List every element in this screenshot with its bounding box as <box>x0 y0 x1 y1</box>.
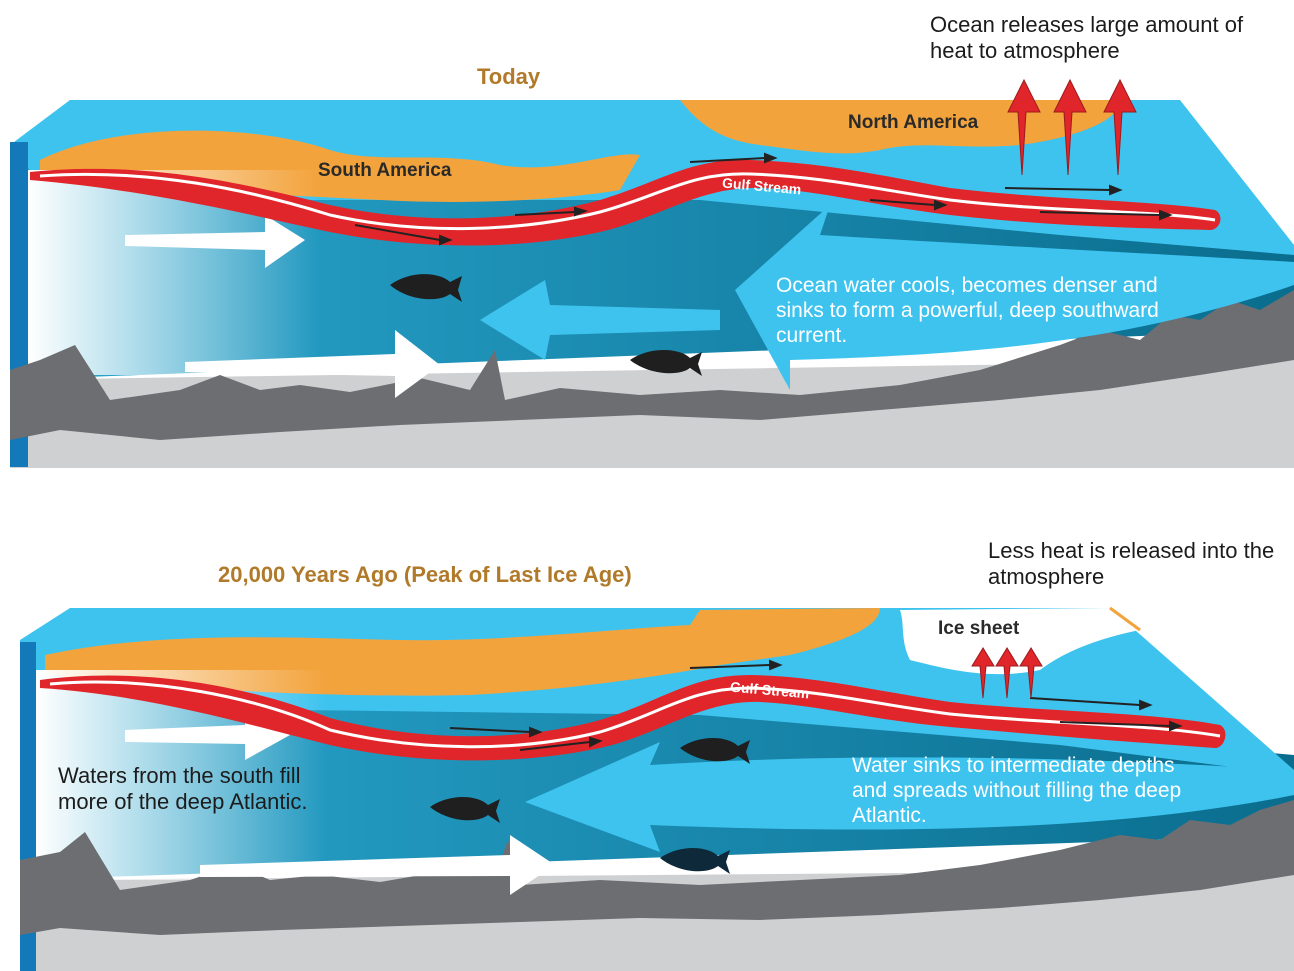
today-diagram <box>10 78 1294 468</box>
heat-arrow <box>995 647 1019 699</box>
panel-title: 20,000 Years Ago (Peak of Last Ice Age) <box>218 562 632 587</box>
northward-arrow-upper <box>125 215 305 268</box>
heat-arrow <box>971 647 995 699</box>
panel-ice-age: 20,000 Years Ago (Peak of Last Ice Age) … <box>0 480 1294 971</box>
south-america-label: South America <box>318 160 452 181</box>
gulf-stream <box>40 675 1226 761</box>
ice-sheet-outline <box>1109 606 1141 632</box>
deep-current-arrow <box>735 205 1294 390</box>
intermediate-current-arrow <box>525 742 1294 852</box>
heat-release-annotation: Ocean releases large amount of heat to a… <box>930 12 1244 64</box>
gulf-stream-core <box>49 680 1221 749</box>
ice-sheet-label: Ice sheet <box>938 618 1020 639</box>
north-america-land <box>680 100 1120 154</box>
heat-arrow <box>1007 78 1041 176</box>
fish-icon <box>660 848 730 874</box>
heat-arrow <box>1019 647 1043 699</box>
intermediate-annotation: Water sinks to intermediate depths and s… <box>852 754 1182 828</box>
fish-icon <box>630 350 702 376</box>
gulf-stream-core <box>39 172 1216 231</box>
panel-title: Today <box>477 64 541 89</box>
north-america-label: North America <box>848 112 979 133</box>
heat-arrow <box>1053 78 1087 176</box>
deep-current-annotation: Ocean water cools, becomes denser and si… <box>776 274 1159 348</box>
deep-current-arrow-left <box>480 280 720 360</box>
seafloor <box>20 800 1294 935</box>
ice-sheet-shape <box>900 608 1140 675</box>
fish-icon <box>390 274 462 302</box>
panel-today: Today South America North America Gulf S… <box>0 0 1294 480</box>
ice-age-diagram <box>20 606 1294 971</box>
northward-arrow-lower <box>185 330 440 398</box>
flow-arrows <box>354 152 1173 246</box>
heat-arrow <box>1103 78 1137 176</box>
heat-arrows <box>971 647 1043 699</box>
heat-release-annotation: Less heat is released into the atmospher… <box>988 538 1275 590</box>
heat-arrows <box>1007 78 1137 176</box>
flow-arrows <box>449 659 1183 751</box>
seafloor <box>10 290 1294 440</box>
fish-icon <box>430 797 500 823</box>
fish-icon <box>680 738 750 764</box>
south-waters-annotation: Waters from the south fill more of the d… <box>58 763 308 815</box>
northward-arrow-lower <box>200 835 555 895</box>
